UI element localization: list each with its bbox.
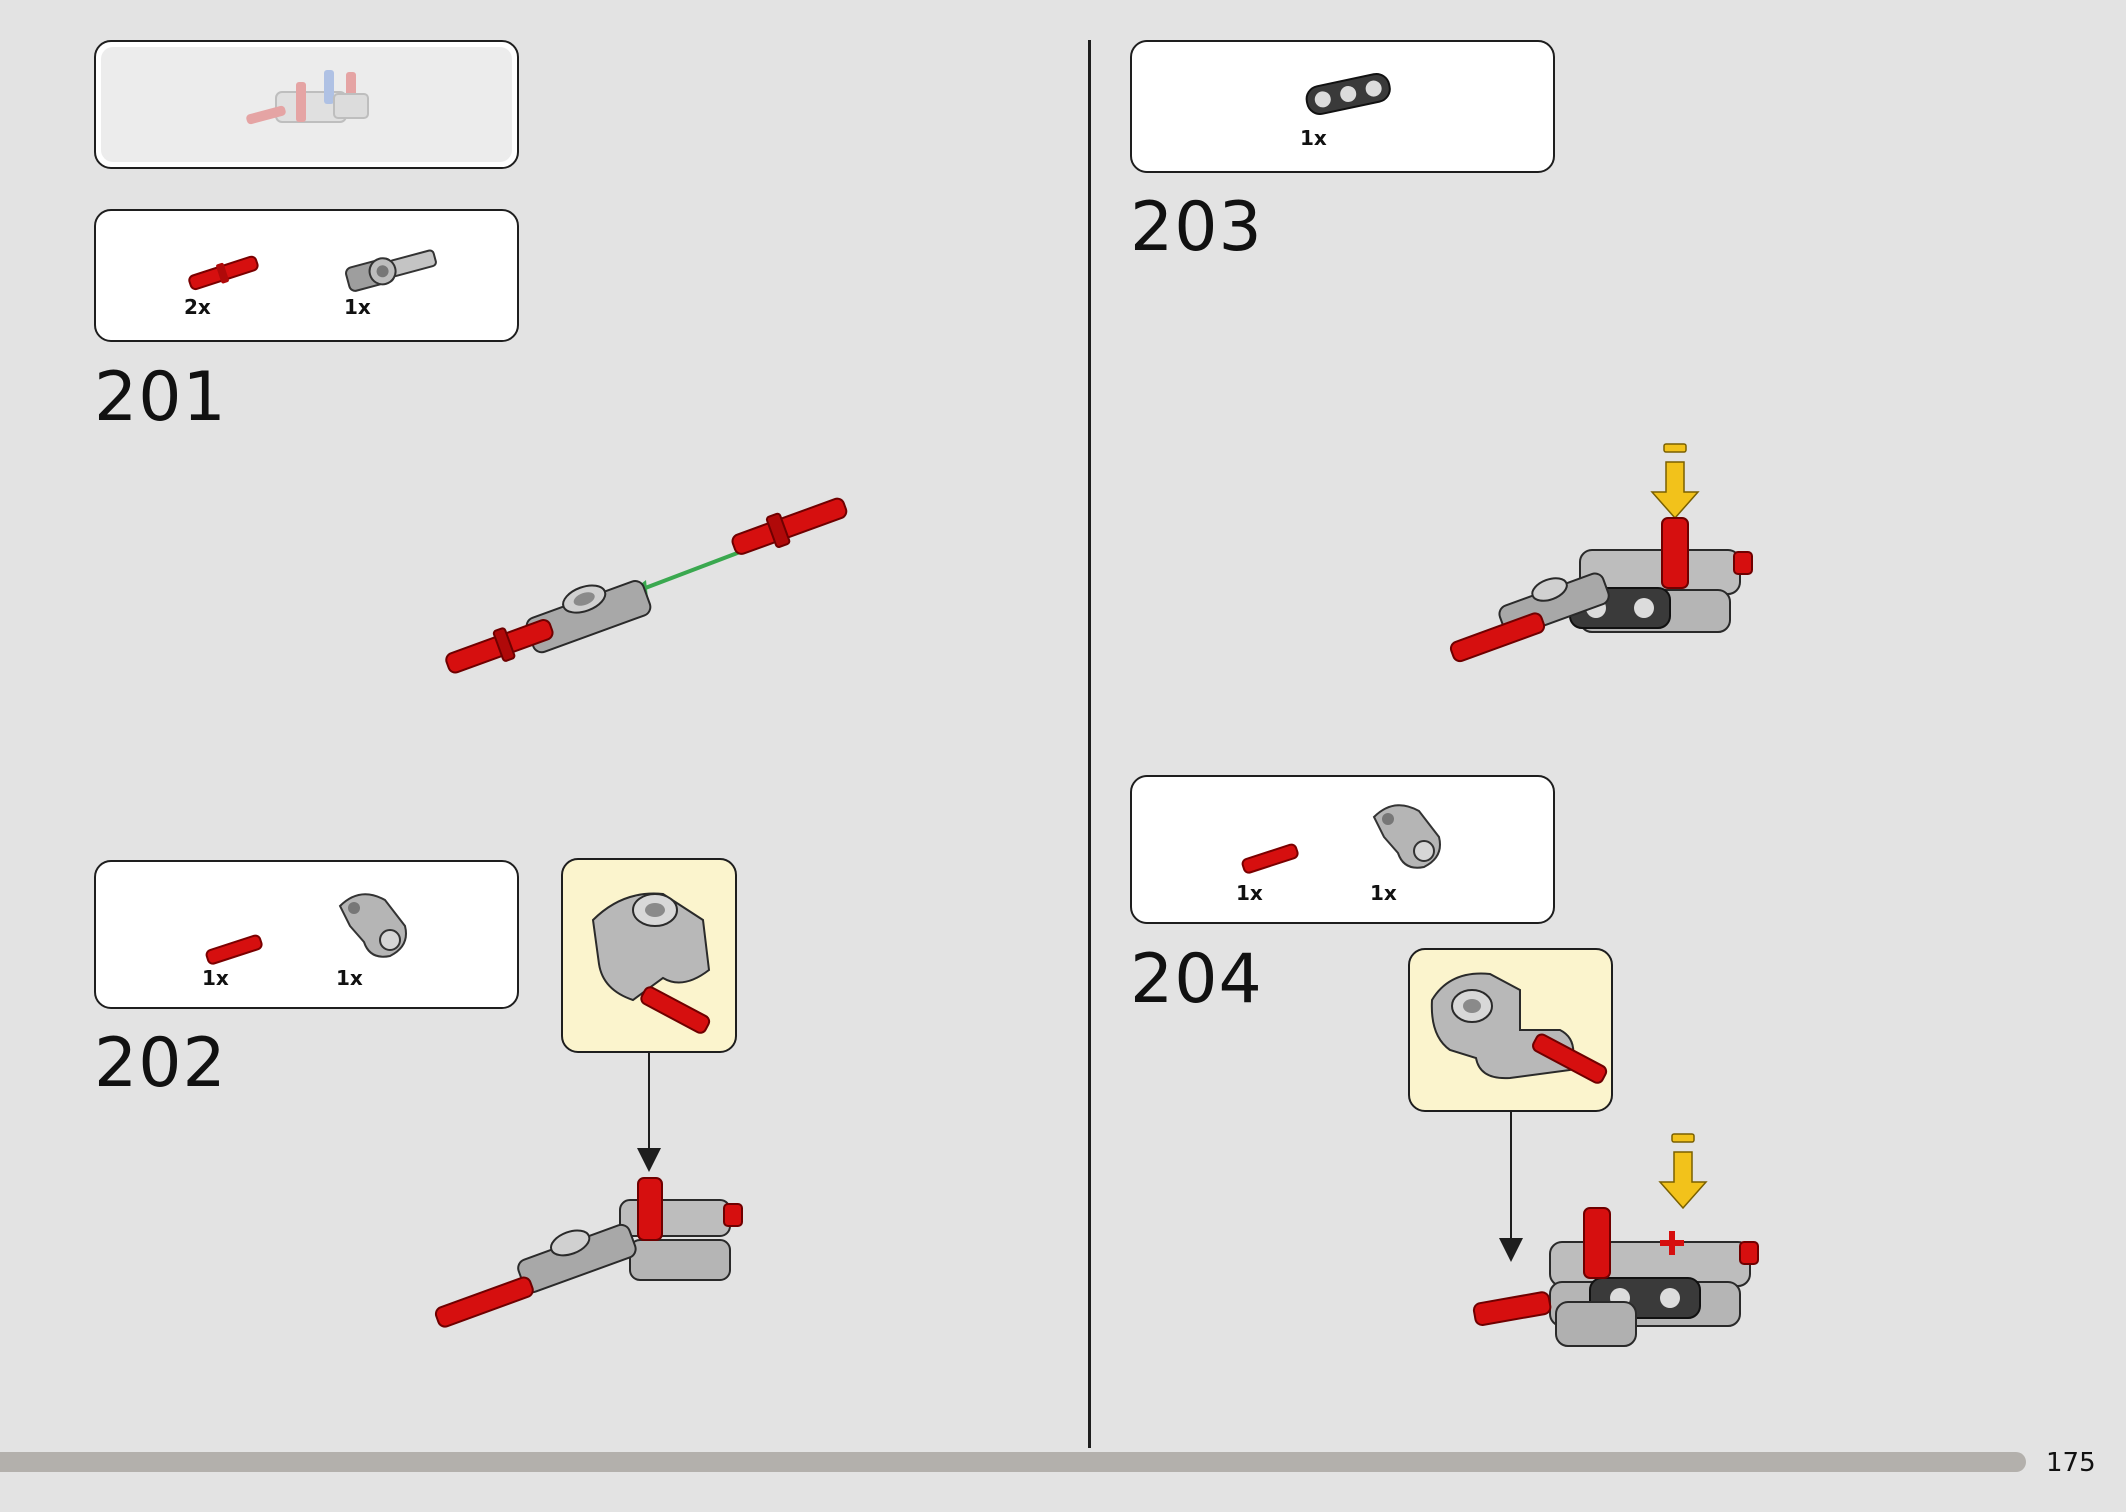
submodel-preview-image [246,70,369,125]
step-203-part-1-qty: 1x [1300,126,1327,150]
callout-202-image [591,892,711,1034]
page-number: 175 [2046,1448,2096,1478]
step-202-parts-box: 1x 1x [94,860,519,1009]
step-204-parts-box: 1x 1x [1130,775,1555,924]
callout-202-pointer-line [648,1053,650,1153]
step-203-assembly-image [1449,443,1753,663]
step-201-part-2-qty: 1x [344,295,371,319]
step-204-subassembly-callout [1408,948,1613,1112]
page-divider [1088,40,1091,1448]
red-short-axle-icon [205,934,263,965]
submodel-preview-box [94,40,519,169]
step-201-part-1-qty: 2x [184,295,211,319]
gray-bent-beam-icon [338,893,407,958]
step-204-part-1-qty: 1x [1236,881,1263,905]
callout-204-pointer-line [1510,1112,1512,1242]
gray-bent-beam-icon [1372,804,1441,869]
step-204-assembly-image [1472,1133,1759,1347]
step-201-assembly-image [445,497,848,674]
step-number-204: 204 [1130,940,1263,1019]
step-202-assembly-image [434,1177,743,1328]
step-number-203: 203 [1130,188,1263,267]
callout-202-arrowhead-icon [637,1148,661,1172]
gray-axle-connector-icon [345,249,437,292]
step-203-parts-box: 1x [1130,40,1555,173]
callout-204-arrowhead-icon [1499,1238,1523,1262]
callout-204-image [1430,972,1608,1084]
step-number-202: 202 [94,1024,227,1103]
step-202-part-1-qty: 1x [202,966,229,990]
black-double-connector-icon [1305,72,1391,115]
red-short-axle-icon [1241,843,1299,874]
step-202-part-2-qty: 1x [336,966,363,990]
red-axle-pin-icon [188,255,259,291]
step-202-subassembly-callout [561,858,737,1053]
step-number-201: 201 [94,358,227,437]
page-progress-bar [0,1452,2026,1472]
step-204-part-2-qty: 1x [1370,881,1397,905]
step-201-parts-box: 2x 1x [94,209,519,342]
